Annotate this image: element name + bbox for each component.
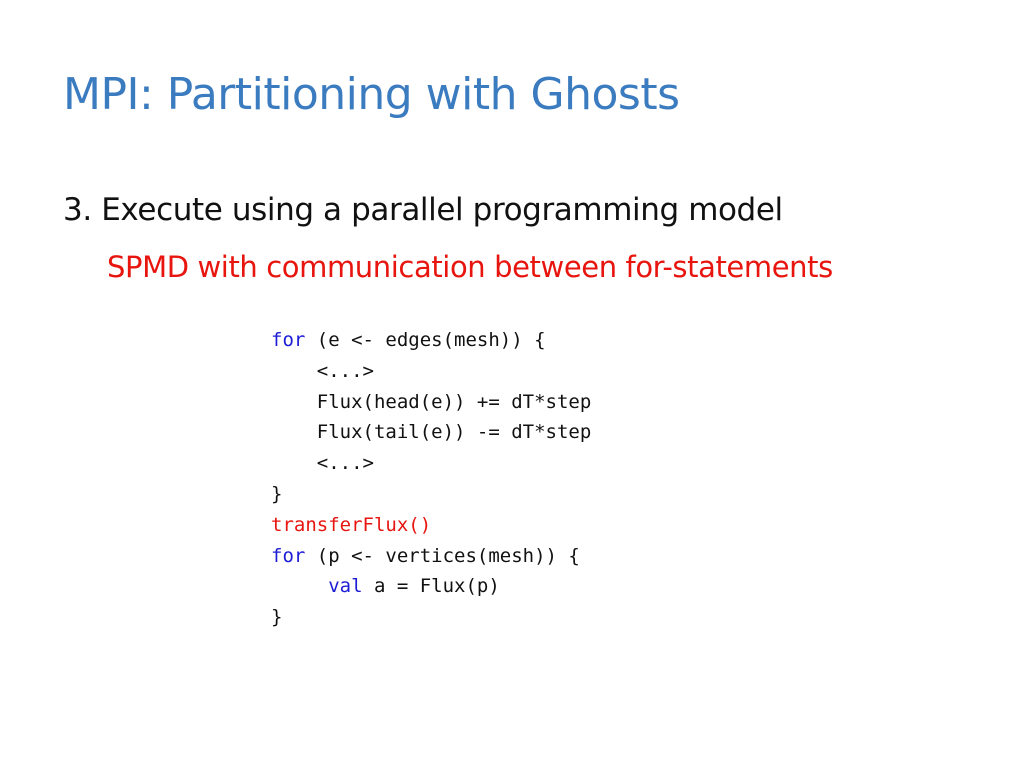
code-line: <...> bbox=[271, 452, 374, 475]
sub-bullet-text: SPMD with communication between for-stat… bbox=[107, 250, 833, 284]
code-keyword: val bbox=[328, 575, 363, 598]
slide-title: MPI: Partitioning with Ghosts bbox=[63, 69, 680, 120]
code-line: for (e <- edges(mesh)) { bbox=[271, 325, 591, 356]
code-line: } bbox=[271, 606, 283, 629]
code-keyword: for bbox=[271, 544, 306, 567]
code-text: (p <- vertices(mesh)) { bbox=[305, 544, 580, 567]
code-text: (e <- edges(mesh)) { bbox=[305, 329, 546, 351]
code-line: } bbox=[271, 482, 283, 505]
code-line: Flux(head(e)) += dT*step bbox=[271, 390, 592, 413]
code-line-transfer-call: transferFlux() bbox=[271, 513, 432, 536]
code-text: a = Flux(p) bbox=[362, 575, 500, 598]
bullet-text: 3. Execute using a parallel programming … bbox=[63, 192, 783, 228]
code-block: for (e <- edges(mesh)) { <...> Flux(head… bbox=[271, 325, 591, 633]
code-line: val a = Flux(p) bbox=[271, 571, 591, 602]
code-line: Flux(tail(e)) -= dT*step bbox=[271, 421, 592, 444]
code-line: <...> bbox=[271, 359, 374, 382]
code-keyword: for bbox=[271, 329, 306, 351]
code-line: for (p <- vertices(mesh)) { bbox=[271, 541, 591, 572]
code-indent bbox=[271, 575, 328, 597]
